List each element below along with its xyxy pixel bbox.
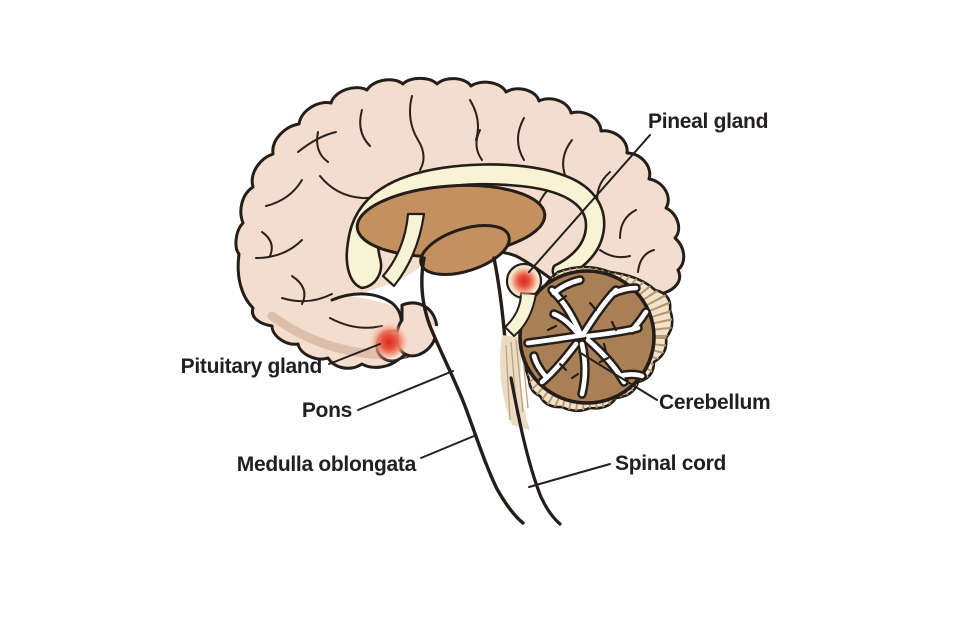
leader-spinal-cord bbox=[528, 463, 611, 488]
leader-pineal-gland bbox=[528, 134, 651, 273]
leader-medulla-oblongata bbox=[420, 435, 475, 459]
leader-pituitary-gland bbox=[328, 343, 381, 365]
label-pons: Pons bbox=[302, 399, 352, 422]
spinal-cord-outline-back bbox=[509, 376, 562, 526]
peduncle-wedge bbox=[500, 335, 530, 430]
leader-lines bbox=[328, 134, 658, 488]
label-pineal-gland: Pineal gland bbox=[648, 110, 768, 133]
fringe-striations bbox=[523, 267, 673, 411]
midbrain bbox=[419, 223, 511, 277]
label-spinal-cord: Spinal cord bbox=[615, 452, 726, 475]
label-cerebellum: Cerebellum bbox=[659, 391, 770, 414]
spinal-cord bbox=[430, 318, 560, 524]
labels: Pineal gland Pituitary gland Pons Medull… bbox=[181, 110, 771, 476]
pituitary-gland-dot bbox=[369, 322, 409, 362]
fornix bbox=[381, 212, 426, 288]
cerebrum-sulci bbox=[255, 95, 655, 329]
label-pituitary-gland: Pituitary gland bbox=[181, 355, 322, 378]
arbor-vitae bbox=[523, 275, 651, 399]
pons-outline-right bbox=[492, 256, 507, 342]
leader-cerebellum bbox=[578, 351, 658, 401]
pons-outline-left bbox=[420, 256, 525, 525]
pineal-gland-dot bbox=[508, 265, 540, 297]
pineal-strand bbox=[504, 292, 537, 337]
leader-pons bbox=[357, 370, 454, 411]
label-medulla-oblongata: Medulla oblongata bbox=[237, 453, 417, 476]
